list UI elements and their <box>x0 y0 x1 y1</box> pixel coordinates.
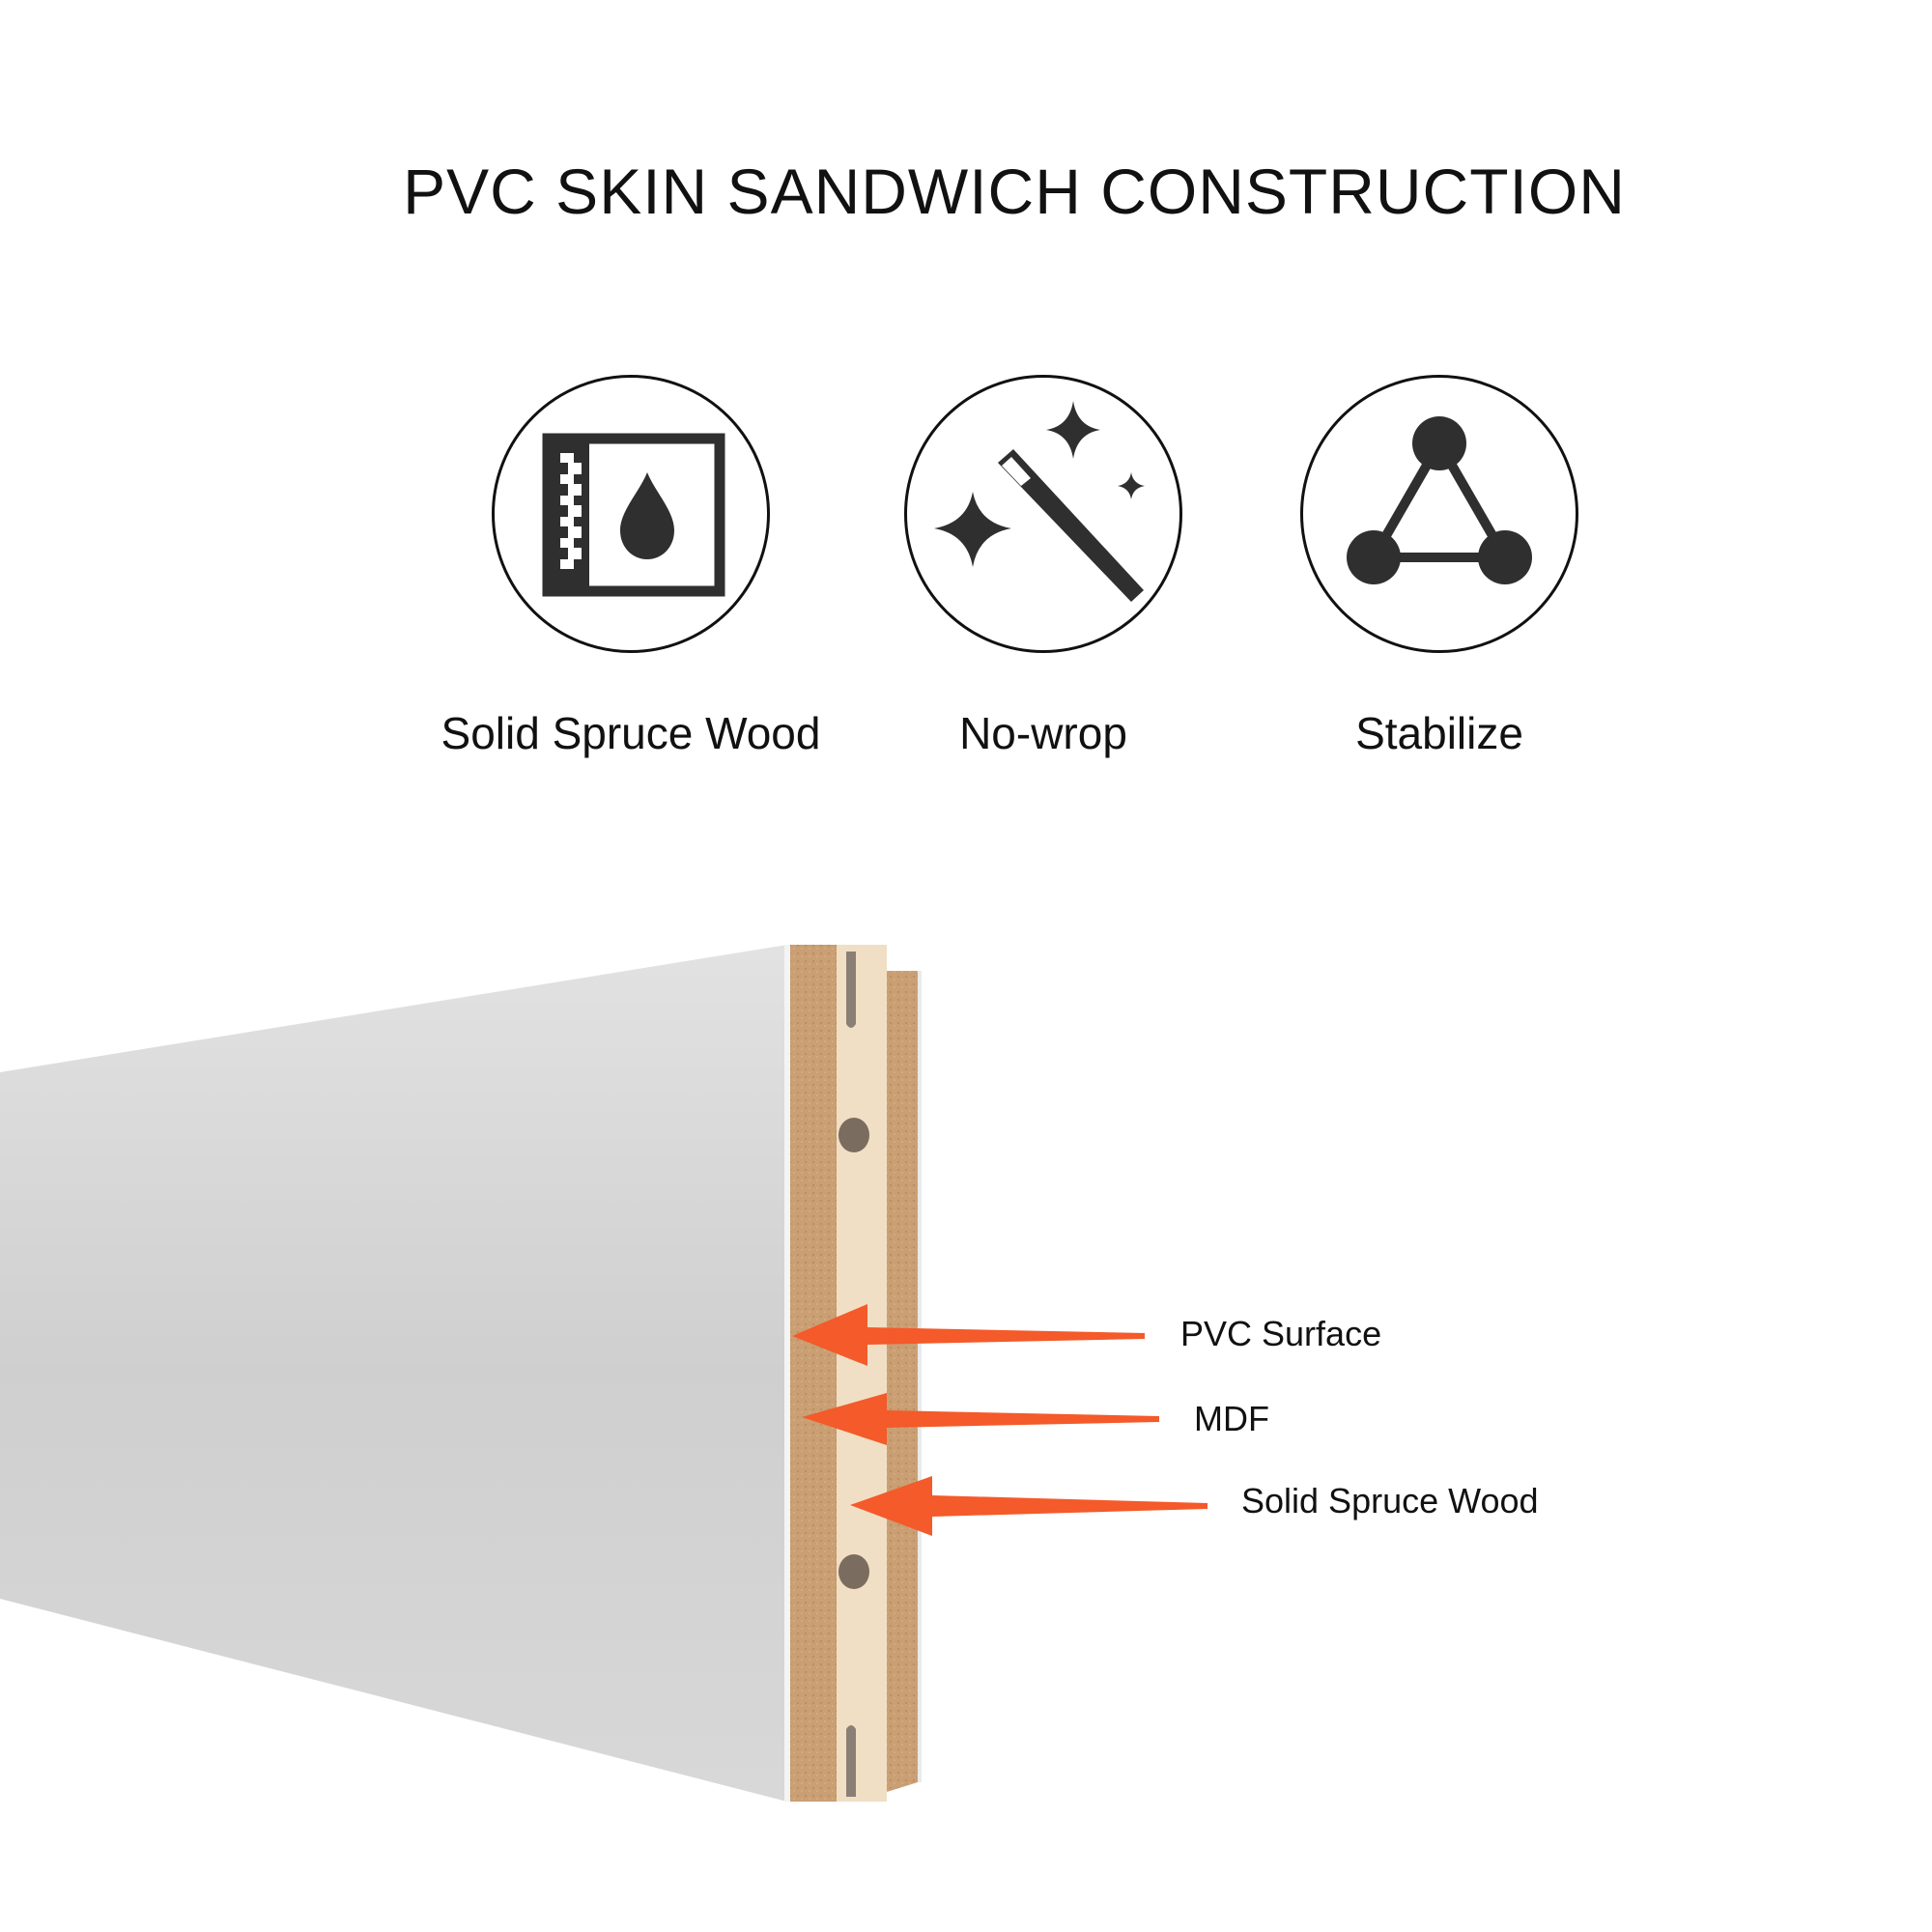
callout-pvc-surface: PVC Surface <box>1180 1314 1382 1353</box>
feature-circle <box>492 375 770 653</box>
pvc-panel-face <box>0 945 787 1802</box>
feature-label: No-wrop <box>959 708 1127 758</box>
feature-label: Stabilize <box>1355 708 1523 758</box>
magic-wand-icon <box>934 401 1145 602</box>
feature-stabilize: Stabilize <box>1227 375 1652 759</box>
callout-mdf: MDF <box>1194 1399 1269 1438</box>
triangle-nodes-icon <box>1347 416 1532 584</box>
dowel-hole-bottom <box>838 1554 869 1589</box>
groove-bottom <box>846 1725 856 1797</box>
mdf-layer-left <box>790 945 837 1802</box>
arrow-solid-spruce <box>850 1476 1208 1536</box>
page-title: PVC SKIN SANDWICH CONSTRUCTION <box>403 156 1626 227</box>
pvc-right-skin <box>918 971 922 1782</box>
groove-top <box>846 952 856 1028</box>
feature-label: Solid Spruce Wood <box>440 708 821 758</box>
arrow-pvc-surface <box>792 1304 1145 1366</box>
mdf-layer-right <box>887 971 918 1792</box>
dowel-hole-top <box>838 1118 869 1152</box>
arrow-mdf <box>802 1393 1159 1445</box>
pvc-front-edge <box>784 945 790 1802</box>
feature-solid-spruce-wood: Solid Spruce Wood <box>418 375 843 759</box>
feature-circle <box>1300 375 1578 653</box>
callout-solid-spruce-wood: Solid Spruce Wood <box>1241 1481 1539 1520</box>
spruce-core <box>837 945 887 1802</box>
moisture-panel-icon <box>542 433 725 597</box>
feature-no-wrop: No-wrop <box>831 375 1256 759</box>
feature-circle <box>904 375 1182 653</box>
